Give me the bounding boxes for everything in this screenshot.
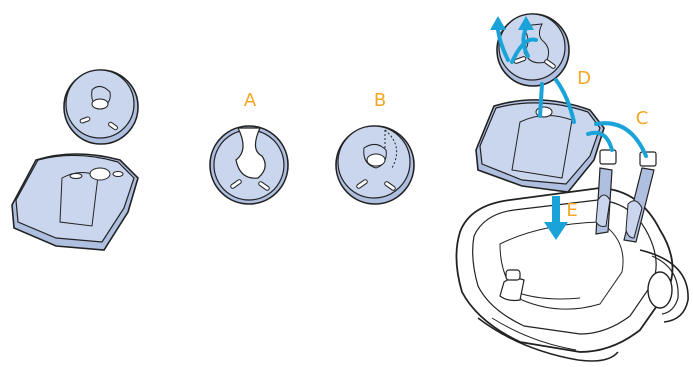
car-seat-assembly (455, 13, 689, 362)
label-a: A (244, 90, 257, 111)
left-padding-set (11, 69, 139, 251)
label-c: C (636, 108, 649, 129)
arrows-d-straps (538, 78, 576, 124)
label-e: E (566, 200, 577, 221)
arrow-e-down (544, 196, 568, 240)
headrest-variant-a (209, 125, 289, 205)
label-b: B (374, 90, 386, 111)
headrest-variant-b (335, 125, 415, 205)
car-seat-shell (455, 187, 689, 362)
arrows-headrest-release (496, 26, 538, 64)
headrest-left (63, 69, 139, 145)
arrows-c-harness (586, 121, 648, 158)
headrest-lifted (496, 13, 570, 87)
harness-pads (595, 149, 657, 243)
body-pad-left (11, 153, 139, 251)
label-d: D (577, 68, 591, 89)
arrowheads-headrest (490, 16, 534, 30)
